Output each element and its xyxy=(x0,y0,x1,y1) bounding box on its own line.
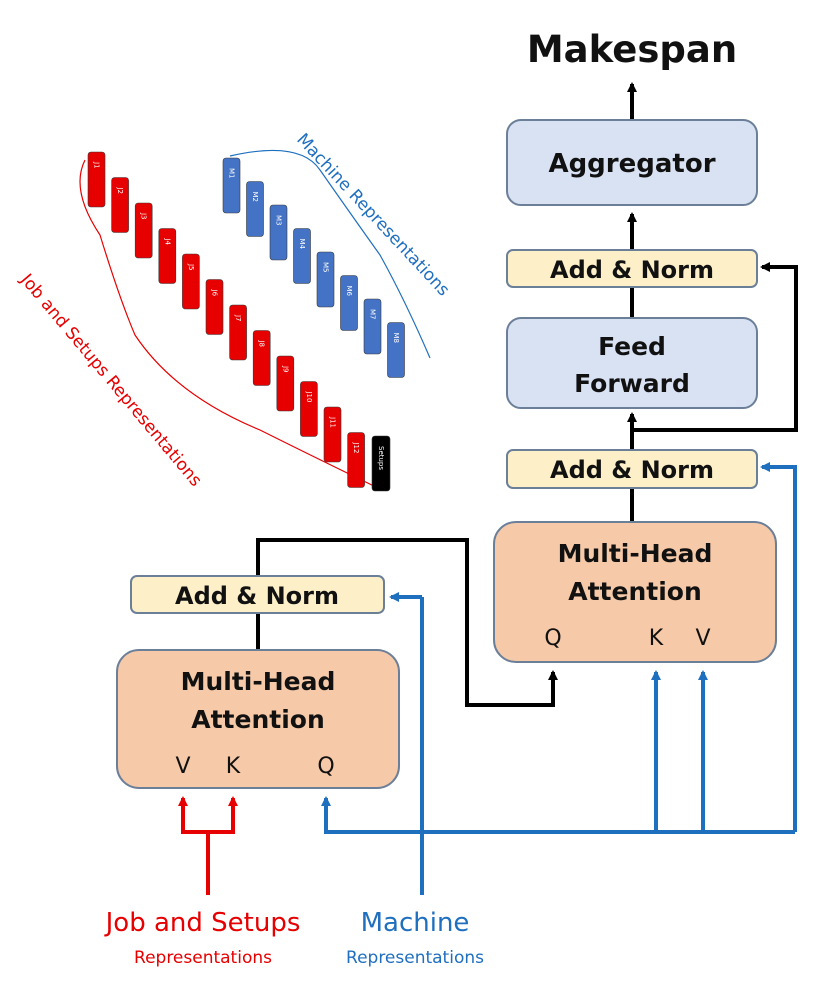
add-norm-middle-box: Add & Norm xyxy=(506,449,758,489)
representation-illustration: Machine Representations Job and Setups R… xyxy=(16,130,453,492)
machine-brace-label: Machine Representations xyxy=(292,130,453,301)
svg-text:J7: J7 xyxy=(234,314,242,322)
svg-text:M8: M8 xyxy=(392,333,400,344)
add-norm-left-box: Add & Norm xyxy=(130,575,385,614)
makespan-label: Makespan xyxy=(527,28,737,71)
svg-text:M5: M5 xyxy=(322,262,330,273)
job-input-subtitle: Representations xyxy=(134,948,272,968)
job-chip-j3: J3 xyxy=(134,202,153,259)
mha-right-line2: Attention xyxy=(568,577,702,606)
mha-left-v-port: V xyxy=(175,754,190,779)
machine-chip-m7: M7 xyxy=(363,298,382,355)
machine-chip-m3: M3 xyxy=(269,204,288,261)
job-to-k-arrow xyxy=(208,796,238,834)
svg-text:M3: M3 xyxy=(275,215,283,226)
job-chip-j2: J2 xyxy=(111,177,129,233)
svg-text:M6: M6 xyxy=(345,286,353,297)
setups-chip: Setups xyxy=(371,435,391,492)
machine-chip-m8: M8 xyxy=(387,322,405,378)
job-to-v-arrow xyxy=(178,796,208,834)
mha-right-v-port: V xyxy=(695,626,710,651)
svg-text:J3: J3 xyxy=(140,212,148,220)
svg-text:M1: M1 xyxy=(228,168,236,179)
machine-chip-m4: M4 xyxy=(293,228,311,284)
svg-text:J11: J11 xyxy=(329,416,337,428)
job-brace-label: Job and Setups Representations xyxy=(16,270,206,491)
svg-text:J5: J5 xyxy=(187,263,195,271)
svg-text:M4: M4 xyxy=(298,239,306,250)
feed-forward-line1: Feed xyxy=(598,332,666,361)
feed-forward-line2: Forward xyxy=(574,369,690,398)
job-chip-j11: J11 xyxy=(323,406,342,463)
machine-chip-m2: M2 xyxy=(246,181,264,237)
svg-text:J9: J9 xyxy=(281,365,289,373)
feed-forward-box: Feed Forward xyxy=(506,317,758,409)
job-chip-j9: J9 xyxy=(276,355,295,412)
mha-left-q-port: Q xyxy=(317,754,334,779)
norm-left-to-q-right-arrow xyxy=(256,538,558,707)
job-chip-j12: J12 xyxy=(347,432,365,488)
job-chip-j4: J4 xyxy=(158,228,177,284)
job-chip-j1: J1 xyxy=(87,151,106,208)
machine-chip-m5: M5 xyxy=(316,251,335,308)
job-chip-j7: J7 xyxy=(229,304,247,361)
svg-text:J2: J2 xyxy=(116,187,124,195)
mha-right-k-port: K xyxy=(649,626,664,651)
add-norm-left-label: Add & Norm xyxy=(175,582,339,610)
aggregator-box: Aggregator xyxy=(506,119,758,206)
svg-text:M7: M7 xyxy=(369,309,377,320)
svg-text:J12: J12 xyxy=(352,442,360,454)
job-input-title: Job and Setups xyxy=(104,908,301,938)
machine-chip-m1: M1 xyxy=(222,157,241,214)
machine-to-q-left-arrow xyxy=(321,796,795,834)
svg-text:J4: J4 xyxy=(163,238,171,246)
add-norm-middle-label: Add & Norm xyxy=(550,456,714,484)
job-chip-j6: J6 xyxy=(205,279,224,335)
job-chip-j5: J5 xyxy=(182,253,200,310)
multi-head-attention-right-box: Multi-Head Attention Q K V xyxy=(493,521,777,663)
job-chip-j8: J8 xyxy=(252,330,271,386)
add-norm-top-label: Add & Norm xyxy=(550,256,714,284)
mha-left-line1: Multi-Head xyxy=(181,667,336,696)
machine-chip-m6: M6 xyxy=(340,275,358,331)
multi-head-attention-left-box: Multi-Head Attention V K Q xyxy=(116,649,400,789)
svg-text:J6: J6 xyxy=(211,289,219,297)
mha-right-line1: Multi-Head xyxy=(558,539,713,568)
job-chip-j10: J10 xyxy=(300,381,318,437)
mha-left-k-port: K xyxy=(226,754,241,779)
mha-right-q-port: Q xyxy=(544,626,561,651)
svg-text:J1: J1 xyxy=(93,161,101,169)
svg-text:M2: M2 xyxy=(251,192,259,203)
connection-lines xyxy=(178,82,798,895)
machine-brace xyxy=(229,149,431,359)
machine-input-subtitle: Representations xyxy=(346,948,484,968)
machine-input-title: Machine xyxy=(361,908,470,938)
svg-text:J10: J10 xyxy=(305,391,313,403)
residual-to-top-norm-arrow xyxy=(632,262,798,432)
job-brace xyxy=(79,159,379,489)
add-norm-top-box: Add & Norm xyxy=(506,249,758,288)
svg-text:Setups: Setups xyxy=(377,446,385,470)
machine-residual-to-norm-arrow xyxy=(760,462,797,832)
setups-chip-group: Setups xyxy=(371,435,391,492)
svg-text:J8: J8 xyxy=(258,340,266,348)
mha-left-line2: Attention xyxy=(191,705,325,734)
aggregator-label: Aggregator xyxy=(548,149,715,179)
